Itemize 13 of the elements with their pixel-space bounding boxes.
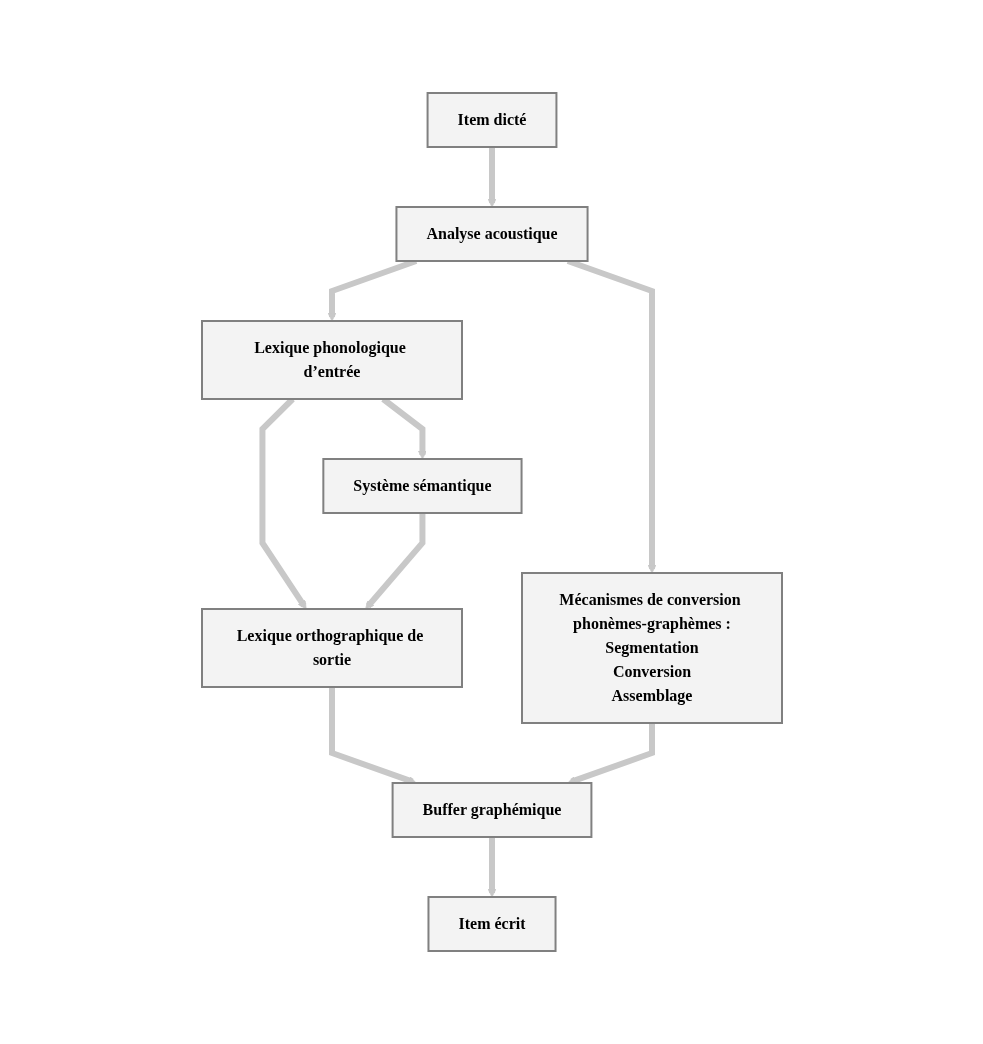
node-box: Analyse acoustique: [394, 206, 589, 262]
node-box: Lexique orthographique de sortie: [200, 608, 463, 688]
arrow: [364, 513, 425, 610]
node-box: Item dicté: [426, 92, 557, 148]
node-box: Buffer graphémique: [391, 782, 592, 838]
arrow: [328, 687, 417, 785]
arrow: [487, 837, 496, 898]
node-box: Item écrit: [426, 896, 557, 952]
arrow: [566, 723, 655, 785]
node-box: Mécanismes de conversion phonèmes-graphèmes : Segmentation Conversion Assemblage: [520, 572, 783, 724]
arrow: [487, 147, 496, 208]
node-box: Système sémantique: [321, 458, 523, 514]
node-box: Lexique phonologique d’entrée: [200, 320, 463, 400]
